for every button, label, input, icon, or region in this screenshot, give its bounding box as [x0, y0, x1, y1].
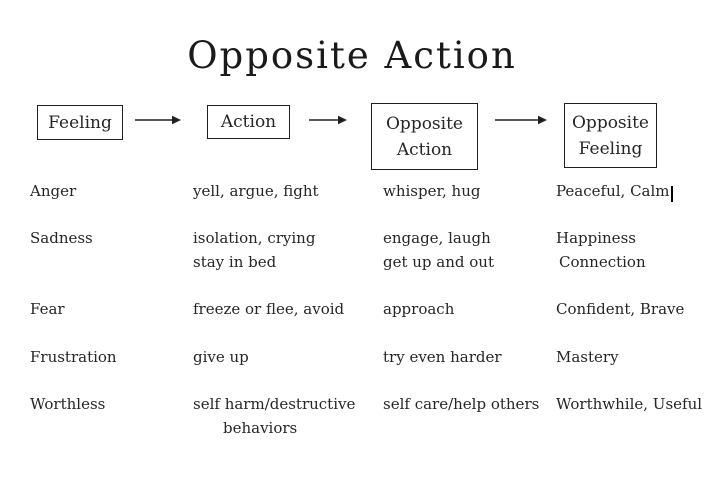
cell-opposite-feeling-sadness: Happiness Connection — [556, 226, 646, 274]
right-arrow-icon — [494, 112, 548, 126]
text-line: Happiness — [556, 229, 636, 247]
cell-feeling-frustration: Frustration — [30, 345, 117, 369]
text-line: stay in bed — [193, 253, 277, 271]
cell-feeling-worthless: Worthless — [30, 392, 105, 416]
cell-opposite-feeling-anger: Peaceful, Calm — [556, 179, 673, 203]
flow-box-label: Action — [220, 112, 277, 132]
text-line: engage, laugh — [383, 229, 491, 247]
cell-action-frustration: give up — [193, 345, 249, 369]
flow-box-action: Action — [207, 105, 290, 139]
text-line: freeze or flee, avoid — [193, 300, 345, 318]
flow-box-opposite-action: Opposite Action — [371, 103, 478, 170]
cell-action-worthless: self harm/destructive behaviors — [193, 392, 355, 440]
text-line: Sadness — [30, 229, 93, 247]
cell-opposite-action-anger: whisper, hug — [383, 179, 480, 203]
text-line: try even harder — [383, 348, 502, 366]
cell-action-anger: yell, argue, fight — [193, 179, 319, 203]
flow-box-label: Opposite — [386, 113, 463, 134]
cell-opposite-feeling-worthless: Worthwhile, Useful — [556, 392, 702, 416]
right-arrow-icon — [308, 112, 348, 126]
text-line: behaviors — [223, 419, 298, 437]
text-line: Connection — [559, 253, 646, 271]
flow-box-label: Opposite — [572, 112, 649, 133]
cell-opposite-action-fear: approach — [383, 297, 454, 321]
cell-opposite-feeling-fear: Confident, Brave — [556, 297, 684, 321]
text-line: isolation, crying — [193, 229, 316, 247]
text-line: self harm/destructive — [193, 395, 356, 413]
cell-feeling-anger: Anger — [30, 179, 76, 203]
text-line: Peaceful, Calm — [556, 182, 670, 200]
text-cursor-caret — [670, 186, 673, 202]
text-line: Confident, Brave — [556, 300, 685, 318]
flow-box-label: Feeling — [48, 112, 112, 133]
cell-action-fear: freeze or flee, avoid — [193, 297, 344, 321]
text-line: whisper, hug — [383, 182, 481, 200]
cell-opposite-feeling-frustration: Mastery — [556, 345, 619, 369]
text-line: Anger — [30, 182, 77, 200]
cell-feeling-sadness: Sadness — [30, 226, 93, 250]
cell-opposite-action-frustration: try even harder — [383, 345, 502, 369]
cell-opposite-action-sadness: engage, laugh get up and out — [383, 226, 494, 274]
text-line: get up and out — [383, 253, 494, 271]
cell-action-sadness: isolation, crying stay in bed — [193, 226, 315, 274]
page-title: Opposite Action — [187, 34, 517, 77]
text-line: Mastery — [556, 348, 619, 366]
right-arrow-icon — [134, 112, 182, 126]
flow-box-feeling: Feeling — [37, 105, 123, 140]
text-line: Frustration — [30, 348, 117, 366]
flow-box-label: Action — [396, 139, 453, 160]
text-line: self care/help others — [383, 395, 540, 413]
text-line: Worthless — [30, 395, 106, 413]
cell-opposite-action-worthless: self care/help others — [383, 392, 539, 416]
text-line: give up — [193, 348, 249, 366]
text-line: approach — [383, 300, 455, 318]
text-line: Fear — [30, 300, 65, 318]
text-line: yell, argue, fight — [193, 182, 319, 200]
cell-feeling-fear: Fear — [30, 297, 65, 321]
flow-box-label: Feeling — [578, 138, 643, 159]
text-line: Worthwhile, Useful — [556, 395, 703, 413]
flow-box-opposite-feeling: Opposite Feeling — [564, 103, 657, 168]
